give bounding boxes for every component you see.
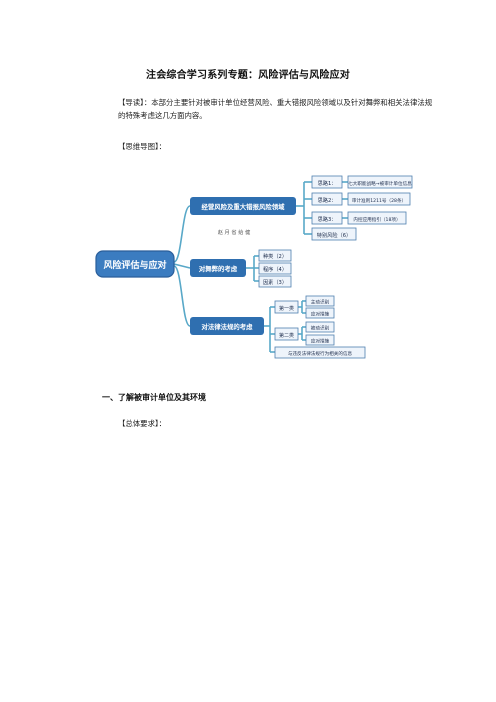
laws-footer: 与违反法律法规行为相关的信息	[274, 346, 366, 359]
section-heading: 一、了解被审计单位及其环境	[102, 393, 206, 402]
idea-1-detail: 七大职能战略→被审计单位信息	[348, 180, 412, 187]
special-risk-label: 特别风险（6）	[317, 231, 351, 239]
fraud-item-procedures-label: 程序（4）	[263, 265, 287, 273]
mindmap-special-risk: 特别风险（6）	[311, 227, 357, 241]
fraud-item-procedures: 程序（4）	[258, 262, 292, 275]
mindmap-idea-1: 思路1： 七大职能战略→被审计单位信息	[311, 175, 413, 189]
overall-requirements-label: 【总体要求】：	[118, 419, 167, 428]
laws-group-1-item-2: 应对措施	[311, 311, 330, 318]
mindmap-watermark: 赵 月 省 给 健	[218, 228, 251, 236]
idea-3-label: 思路3：	[318, 215, 337, 223]
idea-2-detail: 审计准则1211号（28条）	[352, 197, 406, 204]
guide-label: 【导读】：	[118, 98, 152, 107]
fraud-item-factors: 因素（3）	[258, 275, 292, 288]
laws-group-1: 第一类 主动识别 应对措施	[274, 295, 335, 319]
laws-group-2-item-1: 被动识别	[311, 325, 330, 332]
idea-3-detail: 内控应用指引（18项）	[353, 216, 400, 223]
laws-group-1-label: 第一类	[279, 305, 294, 312]
guide-text: 本部分主要针对被审计单位经营风险、重大错报风险领域以及针对舞弊和相关法律法规的特…	[118, 98, 433, 120]
guide-paragraph: 【导读】：本部分主要针对被审计单位经营风险、重大错报风险领域以及针对舞弊和相关法…	[118, 96, 438, 122]
mindmap-branch-fraud: 对舞弊的考虑	[190, 259, 246, 277]
branch-fraud-label: 对舞弊的考虑	[199, 264, 238, 273]
mindmap-label: 【思维导图】：	[118, 142, 167, 151]
idea-1-label: 思路1：	[318, 179, 337, 187]
fraud-item-types-label: 种类（2）	[263, 252, 287, 260]
branch-laws-label: 对法律法规的考虑	[201, 322, 253, 331]
idea-2-label: 思路2：	[318, 196, 337, 204]
mindmap-branch-laws: 对法律法规的考虑	[190, 317, 264, 335]
mindmap-idea-3: 思路3： 内控应用指引（18项）	[311, 211, 407, 225]
laws-group-2-item-2: 应对措施	[311, 338, 330, 345]
mindmap-root-label: 风险评估与应对	[103, 259, 166, 271]
branch-business-risk-label: 经营风险及重大错报风险领域	[201, 202, 285, 211]
mindmap-root-node: 风险评估与应对	[95, 250, 175, 278]
mindmap-connectors	[173, 181, 348, 353]
laws-footer-label: 与违反法律法规行为相关的信息	[288, 350, 353, 357]
fraud-item-types: 种类（2）	[258, 249, 292, 262]
document-title: 注会综合学习系列专题：风险评估与风险应对	[146, 70, 350, 81]
laws-group-2-label: 第二类	[279, 332, 294, 339]
mindmap-branch-business-risk: 经营风险及重大错报风险领域	[190, 197, 296, 215]
mindmap-idea-2: 思路2： 审计准则1211号（28条）	[311, 192, 411, 206]
laws-group-2: 第二类 被动识别 应对措施	[274, 321, 335, 346]
fraud-item-factors-label: 因素（3）	[263, 278, 287, 286]
laws-group-1-item-1: 主动识别	[311, 299, 330, 306]
